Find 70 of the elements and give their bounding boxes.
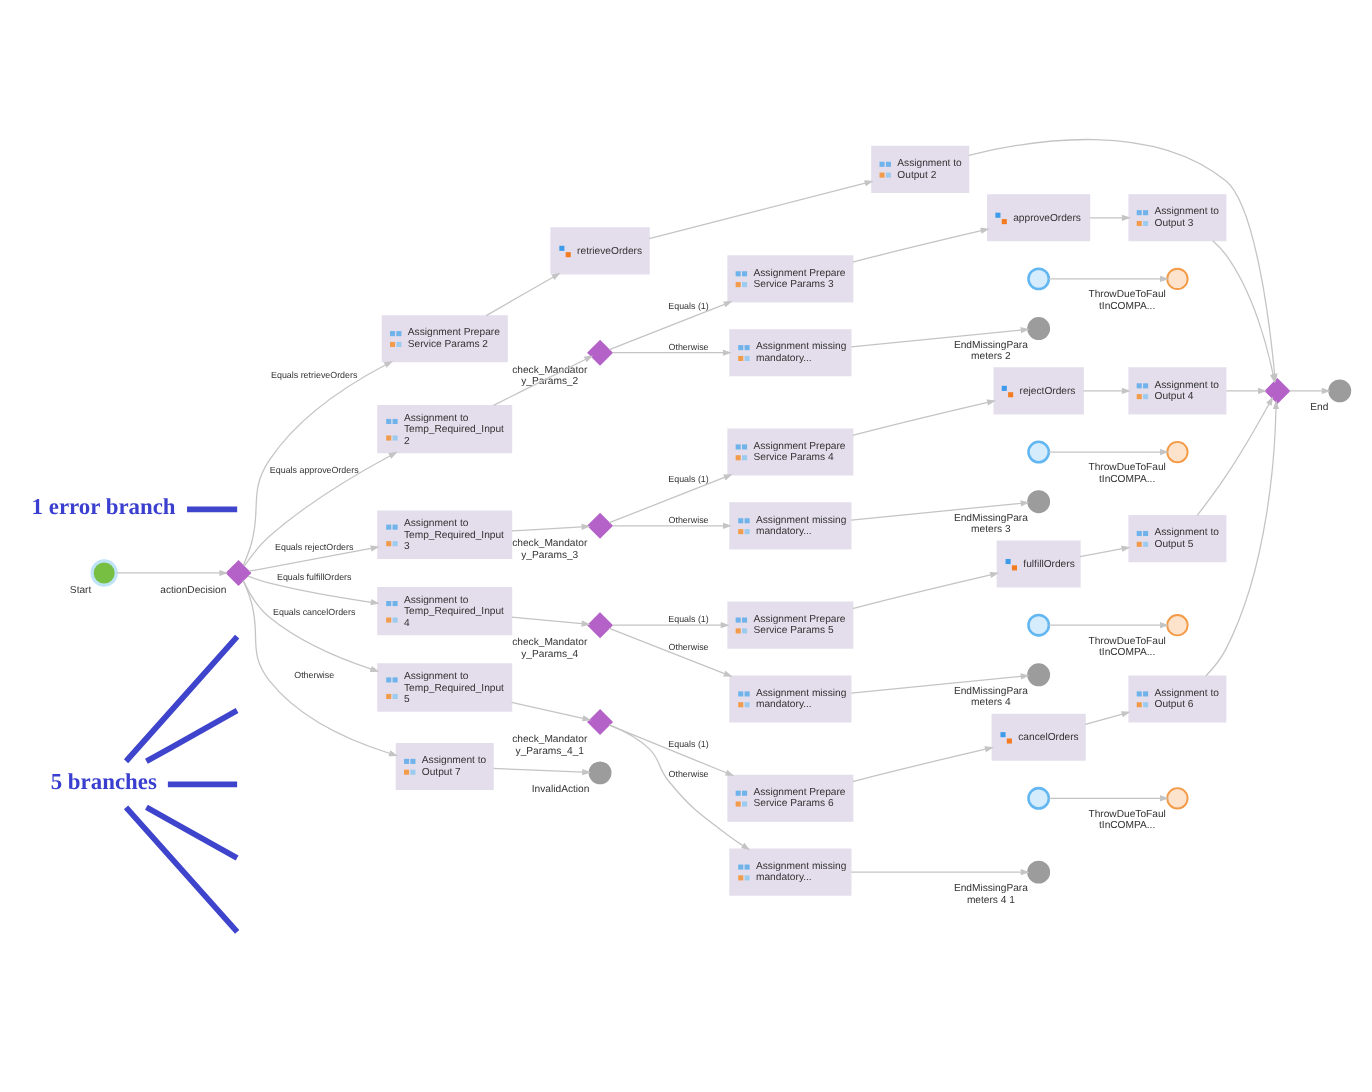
node-diamond <box>587 707 614 734</box>
arrow <box>608 300 733 350</box>
arrow <box>611 521 732 528</box>
arrow <box>850 868 1030 875</box>
connector <box>187 505 238 512</box>
node-circle <box>1027 662 1051 686</box>
arrow <box>1048 794 1169 801</box>
arrow <box>511 522 591 531</box>
node-diamond <box>587 611 614 638</box>
node-circle <box>1027 489 1051 513</box>
arrow <box>852 398 996 435</box>
arrow <box>485 271 561 316</box>
arrow <box>1048 621 1169 628</box>
node-circle <box>1027 266 1051 290</box>
arrow <box>850 672 1030 693</box>
arrow <box>248 544 380 571</box>
node-circle <box>1027 785 1051 809</box>
arrow <box>1082 386 1131 394</box>
arrow <box>850 499 1030 520</box>
arrow <box>1048 447 1169 455</box>
node-circle <box>1166 613 1189 636</box>
node-text: 5 branches <box>50 769 157 794</box>
arrow <box>852 745 994 782</box>
node-circle <box>588 760 612 784</box>
node-text: 1 error branch <box>31 494 176 519</box>
connector <box>145 803 239 860</box>
arrow <box>852 570 1000 609</box>
node-circle <box>1027 612 1051 636</box>
connector <box>123 633 240 763</box>
arrow <box>242 578 380 671</box>
arrow <box>611 348 732 355</box>
node-circle <box>1328 378 1352 402</box>
node-circle <box>1166 786 1189 809</box>
arrow <box>492 354 594 405</box>
node-circle <box>1166 439 1189 463</box>
node-circle <box>1027 859 1051 883</box>
arrow <box>608 626 733 676</box>
arrow <box>1084 710 1131 725</box>
arrow <box>608 723 751 850</box>
arrow <box>1089 213 1131 220</box>
arrow <box>611 621 730 628</box>
arrow <box>608 723 735 776</box>
arrow <box>1225 386 1267 394</box>
arrow <box>1205 399 1280 676</box>
node-circle <box>1166 266 1189 290</box>
connector <box>145 707 239 763</box>
arrow <box>850 326 1030 347</box>
arrow <box>243 450 398 566</box>
node-diamond <box>587 511 614 538</box>
arrow <box>247 574 380 605</box>
arrow <box>1048 274 1169 281</box>
arrow <box>511 615 591 626</box>
arrow <box>1288 386 1331 394</box>
arrow <box>608 473 733 523</box>
node-circle <box>1027 439 1051 463</box>
arrow <box>1196 395 1274 515</box>
node-circle <box>1027 316 1051 339</box>
arrow <box>648 179 874 239</box>
node-diamond <box>225 559 252 585</box>
node-diamond <box>587 338 614 365</box>
arrow <box>116 568 229 576</box>
arrow <box>511 700 592 721</box>
connector <box>123 804 240 933</box>
arrow <box>1079 544 1131 557</box>
arrow <box>492 766 592 775</box>
node-circle <box>90 558 118 586</box>
arrow <box>242 359 394 565</box>
connector <box>167 780 238 787</box>
arrow <box>852 226 990 262</box>
arrow <box>242 579 398 756</box>
